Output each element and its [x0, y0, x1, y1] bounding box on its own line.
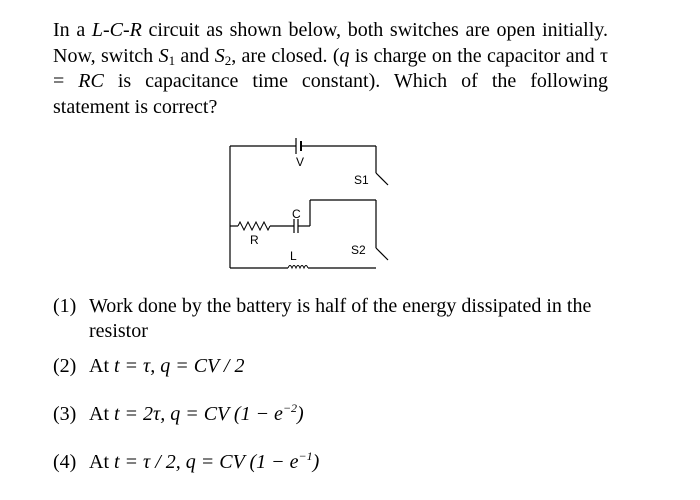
- label-s1: S1: [354, 173, 369, 187]
- switch-s2-blade: [375, 247, 389, 261]
- option-math: t = τ / 2, q = CV (1 − e: [114, 451, 299, 473]
- question-part4: , are closed. (: [231, 44, 340, 67]
- switch-s1-subscript: 1: [168, 52, 176, 68]
- option-text: Work done by the battery is half of the …: [89, 295, 592, 342]
- lcr-circuit-diagram: V S1 C R S2 L: [229, 138, 389, 270]
- option-prefix: At: [89, 403, 114, 425]
- question-part3: and: [175, 44, 215, 67]
- option-prefix: At: [89, 355, 114, 377]
- switch-s2-symbol: S: [214, 44, 225, 67]
- question-text: In a L-C-R circuit as shown below, both …: [53, 18, 608, 120]
- option-number: (3): [53, 403, 77, 425]
- label-r: R: [250, 233, 259, 247]
- option-close: ): [297, 403, 304, 425]
- question-part1: In a: [53, 19, 92, 41]
- option-2[interactable]: (2) At t = τ, q = CV / 2: [53, 354, 613, 379]
- option-exponent: −2: [282, 401, 298, 415]
- rc-symbol: RC: [78, 70, 104, 92]
- resistor-zigzag: [237, 220, 271, 232]
- option-number: (4): [53, 451, 77, 473]
- question-part2: circuit as shown below, both switches ar…: [53, 19, 608, 67]
- option-math: t = τ, q = CV / 2: [114, 355, 245, 377]
- switch-s1-symbol: S: [158, 44, 169, 67]
- option-3[interactable]: (3) At t = 2τ, q = CV (1 − e−2): [53, 402, 613, 427]
- label-v: V: [296, 155, 304, 169]
- label-l: L: [290, 249, 297, 263]
- switch-s1-blade: [375, 172, 389, 186]
- question-part5: is charge on the capacitor and τ =: [53, 44, 608, 93]
- option-number: (2): [53, 355, 77, 377]
- option-prefix: At: [89, 451, 114, 473]
- inductor-coil: [287, 265, 309, 270]
- circuit-name: L-C-R: [91, 19, 142, 41]
- label-s2: S2: [351, 243, 366, 257]
- switch-s2-subscript: 2: [224, 52, 232, 68]
- option-close: ): [312, 451, 320, 473]
- question-part6: is capacitance time constant). Which of …: [53, 70, 609, 118]
- option-math: t = 2τ, q = CV (1 − e: [114, 403, 283, 425]
- label-c: C: [292, 207, 301, 221]
- option-1[interactable]: (1) Work done by the battery is half of …: [53, 294, 613, 344]
- charge-symbol: q: [339, 44, 350, 67]
- option-exponent: −1: [298, 449, 313, 463]
- option-number: (1): [53, 295, 77, 317]
- option-4[interactable]: (4) At t = τ / 2, q = CV (1 − e−1): [53, 450, 613, 475]
